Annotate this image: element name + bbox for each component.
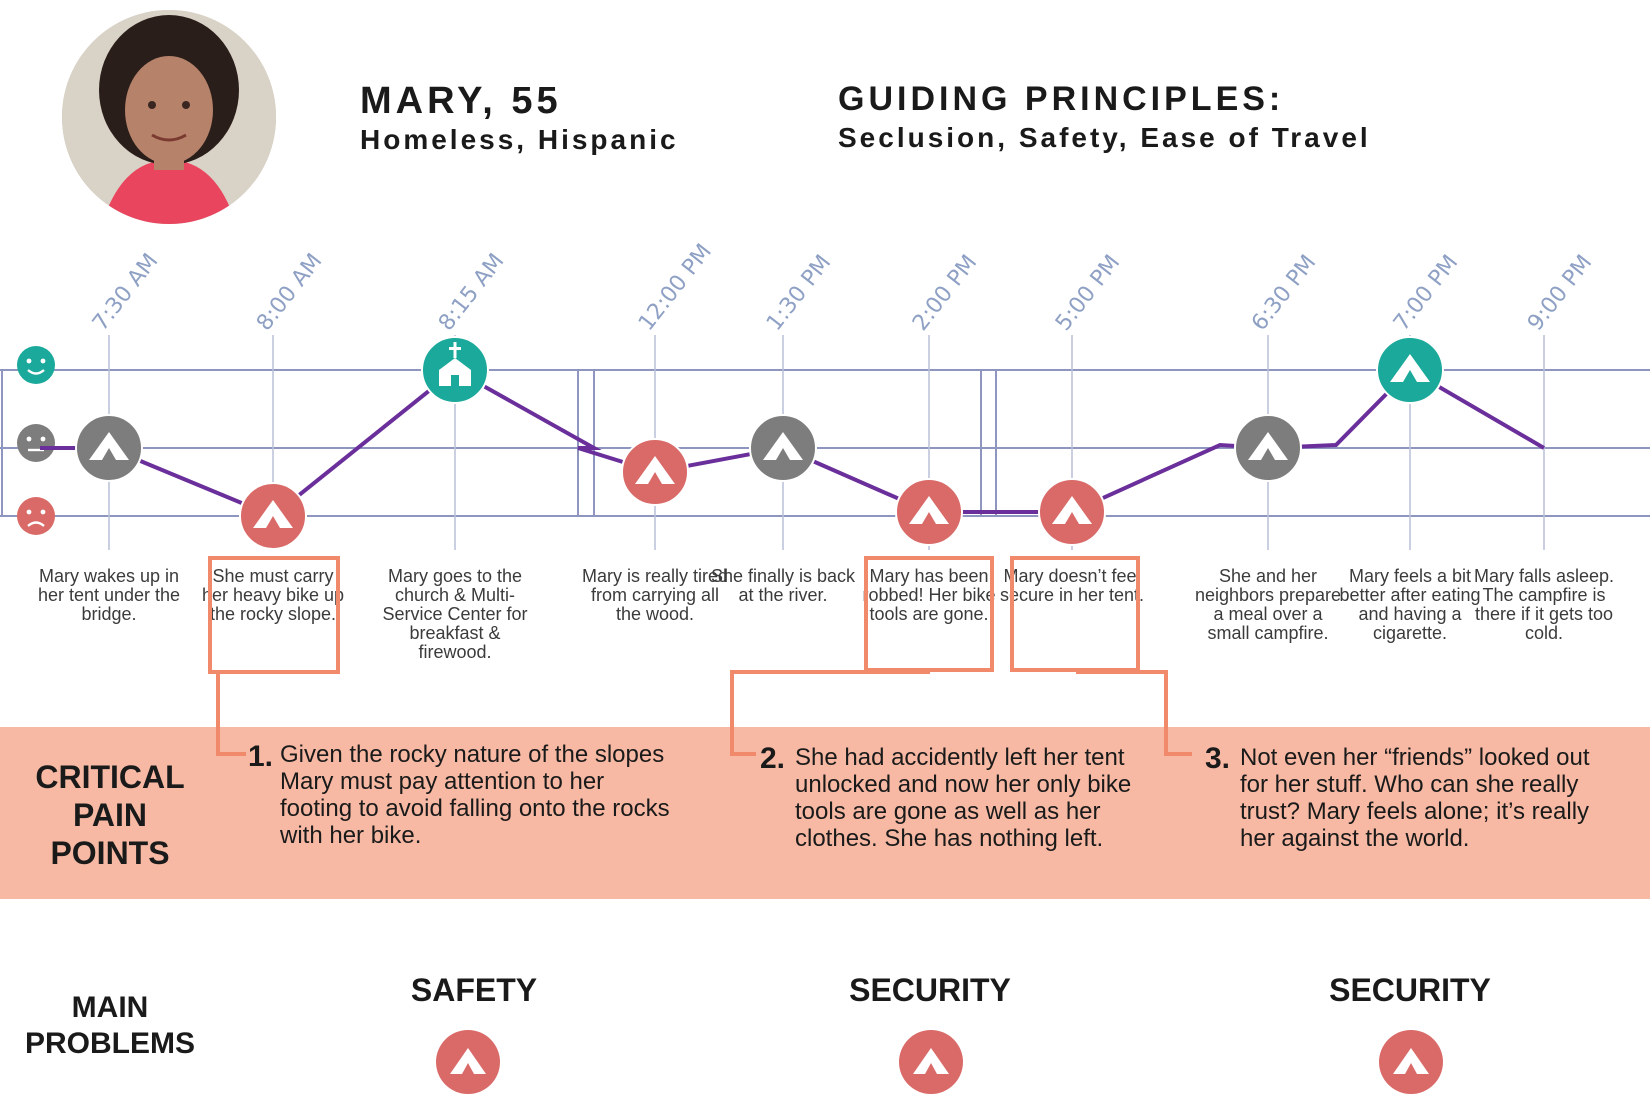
event-caption: Mary doesn’t feel secure in her tent. (999, 566, 1145, 605)
connector-3-vertical (1164, 670, 1168, 756)
event-icon-tent-icon (1234, 414, 1302, 482)
time-label: 6:30 PM (1247, 250, 1321, 335)
event-caption: Mary feels a bit better after eating and… (1339, 566, 1481, 643)
event-icon-tent-icon (621, 438, 689, 506)
pain-point-1-number: 1. (248, 740, 274, 773)
time-label: 7:00 PM (1389, 250, 1463, 335)
pain-point-2-text: She had accidently left her tent unlocke… (795, 744, 1132, 852)
persona-portrait-icon (62, 10, 276, 224)
tent-icon (913, 1048, 949, 1074)
tent-icon (450, 1048, 486, 1074)
mood-grid (0, 369, 1650, 517)
time-labels: 7:30 AM 8:00 AM 8:15 AM 12:00 PM 1:30 PM 2:00… (88, 240, 1597, 336)
event-caption: Mary is really tired from carrying all t… (581, 566, 729, 624)
event-icon-tent-icon (239, 482, 307, 550)
problem-icon-safety (436, 1030, 500, 1094)
connector-3-top (1076, 670, 1168, 674)
problem-label-security-2: SECURITY (1329, 972, 1491, 1008)
persona-descriptor: Homeless, Hispanic (360, 124, 679, 155)
time-label: 12:00 PM (634, 240, 717, 336)
pain-points-heading: CRITICAL PAIN POINTS (35, 759, 185, 871)
pain-points-band (0, 727, 1650, 899)
persona-name: MARY, 55 (360, 80, 562, 122)
persona-photo (62, 10, 276, 224)
principles-heading: GUIDING PRINCIPLES: (838, 80, 1285, 118)
pain-point-1-text: Given the rocky nature of the slopes Mar… (280, 741, 670, 849)
connector-2-vertical (730, 670, 734, 756)
problem-label-security-1: SECURITY (849, 972, 1011, 1008)
connector-2-top (730, 670, 930, 674)
event-caption: She must carry her heavy bike up the roc… (201, 566, 345, 624)
time-label: 9:00 PM (1523, 250, 1597, 335)
pain-point-3-number: 3. (1205, 742, 1231, 775)
problem-label-safety: SAFETY (410, 972, 538, 1008)
time-label: 5:00 PM (1051, 250, 1125, 335)
mood-face-sad-icon (17, 497, 55, 535)
tent-icon (1393, 1048, 1429, 1074)
principles-list: Seclusion, Safety, Ease of Travel (838, 122, 1371, 153)
connector-1-vertical (216, 674, 220, 754)
time-label: 1:30 PM (762, 250, 836, 335)
event-caption: She finally is back at the river. (710, 566, 856, 605)
time-label: 8:15 AM (434, 249, 509, 336)
event-icon-church-icon (421, 336, 489, 404)
time-label: 7:30 AM (88, 249, 163, 336)
time-label: 2:00 PM (908, 250, 982, 335)
event-icon-tent-icon (75, 414, 143, 482)
pain-point-3-text: Not even her “friends” looked out for he… (1240, 744, 1590, 852)
event-icons (75, 336, 1444, 550)
pain-callout-box-1 (208, 556, 340, 674)
problem-icon-security-2 (1379, 1030, 1443, 1094)
time-markers (108, 335, 1545, 550)
event-caption: Mary wakes up in her tent under the brid… (37, 566, 181, 624)
mood-face-happy-icon (17, 346, 55, 384)
main-problems-heading: MAIN PROBLEMS (24, 991, 195, 1060)
event-icon-tent-icon (749, 414, 817, 482)
pain-callout-box-3 (1010, 556, 1140, 672)
journey-map: 7:30 AM 8:00 AM 8:15 AM 12:00 PM 1:30 PM 2:00… (0, 240, 1650, 550)
mood-face-neutral-icon (17, 424, 55, 462)
pain-callout-box-2 (864, 556, 994, 672)
event-icon-tent-icon (1038, 478, 1106, 546)
connector-1-horizontal (216, 752, 246, 756)
pain-point-2-number: 2. (760, 742, 786, 775)
time-label: 8:00 AM (252, 249, 327, 336)
problem-icon-security-1 (899, 1030, 963, 1094)
event-caption: Mary falls asleep. The campfire is there… (1473, 566, 1615, 643)
connector-2-horizontal (730, 752, 756, 756)
connector-3-horizontal (1164, 752, 1192, 756)
event-icon-tent-icon (1376, 336, 1444, 404)
mood-scale (17, 346, 55, 535)
event-caption: Mary goes to the church & Multi-Service … (382, 566, 528, 662)
event-caption: She and her neighbors prepare a meal ove… (1194, 566, 1342, 643)
event-icon-tent-icon (895, 478, 963, 546)
event-caption: Mary has been robbed! Her bike tools are… (862, 566, 996, 624)
